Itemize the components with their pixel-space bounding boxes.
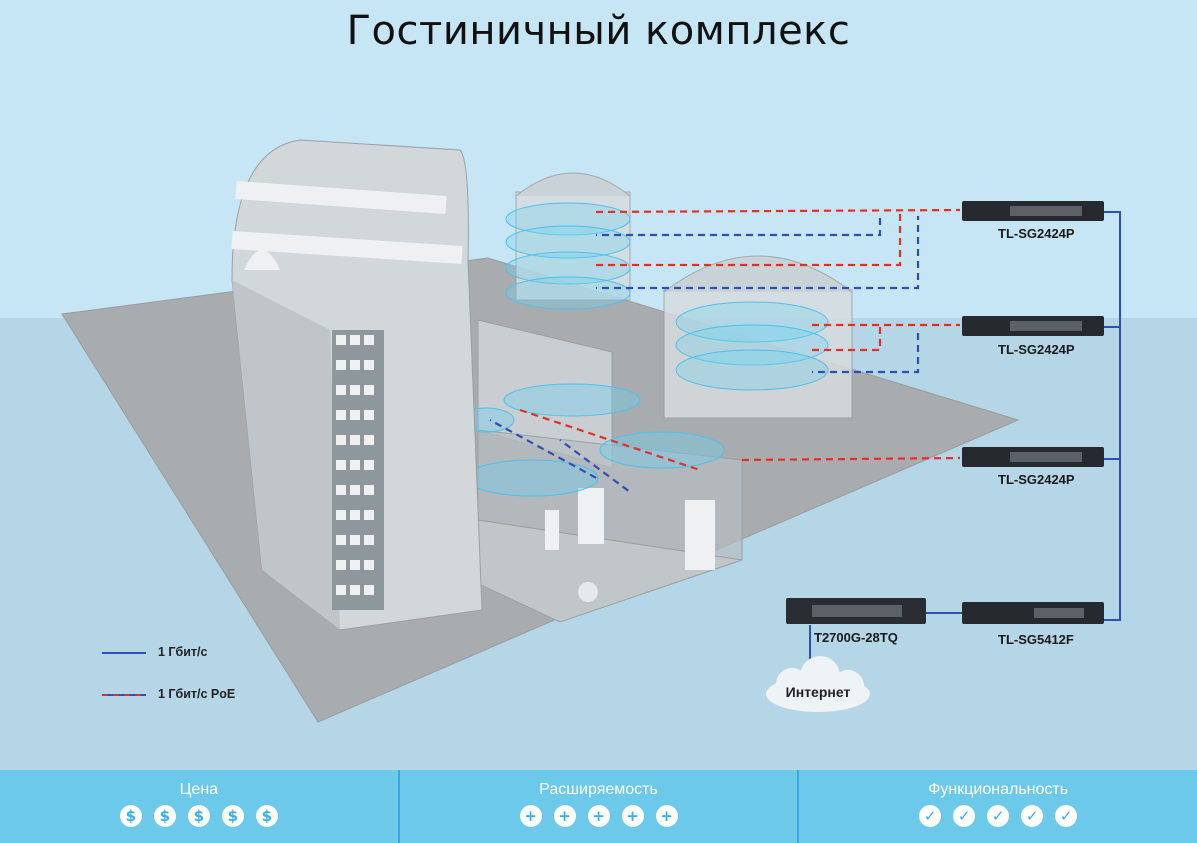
rating-title: Расширяемость <box>539 781 658 798</box>
switch-label-1: TL-SG2424P <box>998 226 1075 241</box>
legend-label: 1 Гбит/с PoE <box>158 687 236 701</box>
switch-device-2 <box>962 316 1104 336</box>
plus-icon: + <box>655 805 678 827</box>
plus-icon: + <box>519 805 542 827</box>
rating-price: Цена $ $ $ $ $ <box>0 770 398 843</box>
switch-device-5 <box>786 598 926 624</box>
switch-device-4 <box>962 602 1104 624</box>
page-title: Гостиничный комплекс <box>346 8 851 54</box>
dollar-icon: $ <box>153 805 176 827</box>
rating-functionality: Функциональность ✓ ✓ ✓ ✓ ✓ <box>797 770 1197 843</box>
gigabit-links <box>809 211 1121 676</box>
legend-label: 1 Гбит/с <box>158 645 208 659</box>
network-diagram <box>61 139 1121 723</box>
rating-scalability: Расширяемость + + + + + <box>397 770 798 843</box>
check-icon: ✓ <box>1021 805 1044 827</box>
check-icon: ✓ <box>987 805 1010 827</box>
switch-label-4: TL-SG5412F <box>998 632 1074 647</box>
tower-building <box>231 139 483 631</box>
check-icon: ✓ <box>953 805 976 827</box>
poe-links <box>489 208 961 493</box>
rating-title: Функциональность <box>928 781 1069 798</box>
switch-label-5: T2700G-28TQ <box>814 630 898 645</box>
check-icon: ✓ <box>1055 805 1078 827</box>
check-icon: ✓ <box>919 805 942 827</box>
switch-device-1 <box>962 201 1104 221</box>
dollar-icon: $ <box>119 805 142 827</box>
wifi-coverage-right-building <box>675 301 829 391</box>
internet-cloud <box>766 656 870 712</box>
switch-label-3: TL-SG2424P <box>998 472 1075 487</box>
switch-label-2: TL-SG2424P <box>998 342 1075 357</box>
plus-icon: + <box>553 805 576 827</box>
rating-title: Цена <box>179 781 219 798</box>
dollar-icon: $ <box>187 805 210 827</box>
dollar-icon: $ <box>221 805 244 827</box>
plus-icon: + <box>587 805 610 827</box>
dollar-icon: $ <box>255 805 278 827</box>
legend-item-gigabit: 1 Гбит/с <box>158 645 207 659</box>
legend-item-poe: 1 Гбит/с PoE <box>158 687 235 701</box>
switch-device-3 <box>962 447 1104 467</box>
internet-label: Интернет <box>785 684 851 700</box>
plus-icon: + <box>621 805 644 827</box>
rating-footer: Цена $ $ $ $ $ Расширяемость + + + + + Ф… <box>0 770 1197 843</box>
wifi-coverage-small-building <box>505 202 631 310</box>
